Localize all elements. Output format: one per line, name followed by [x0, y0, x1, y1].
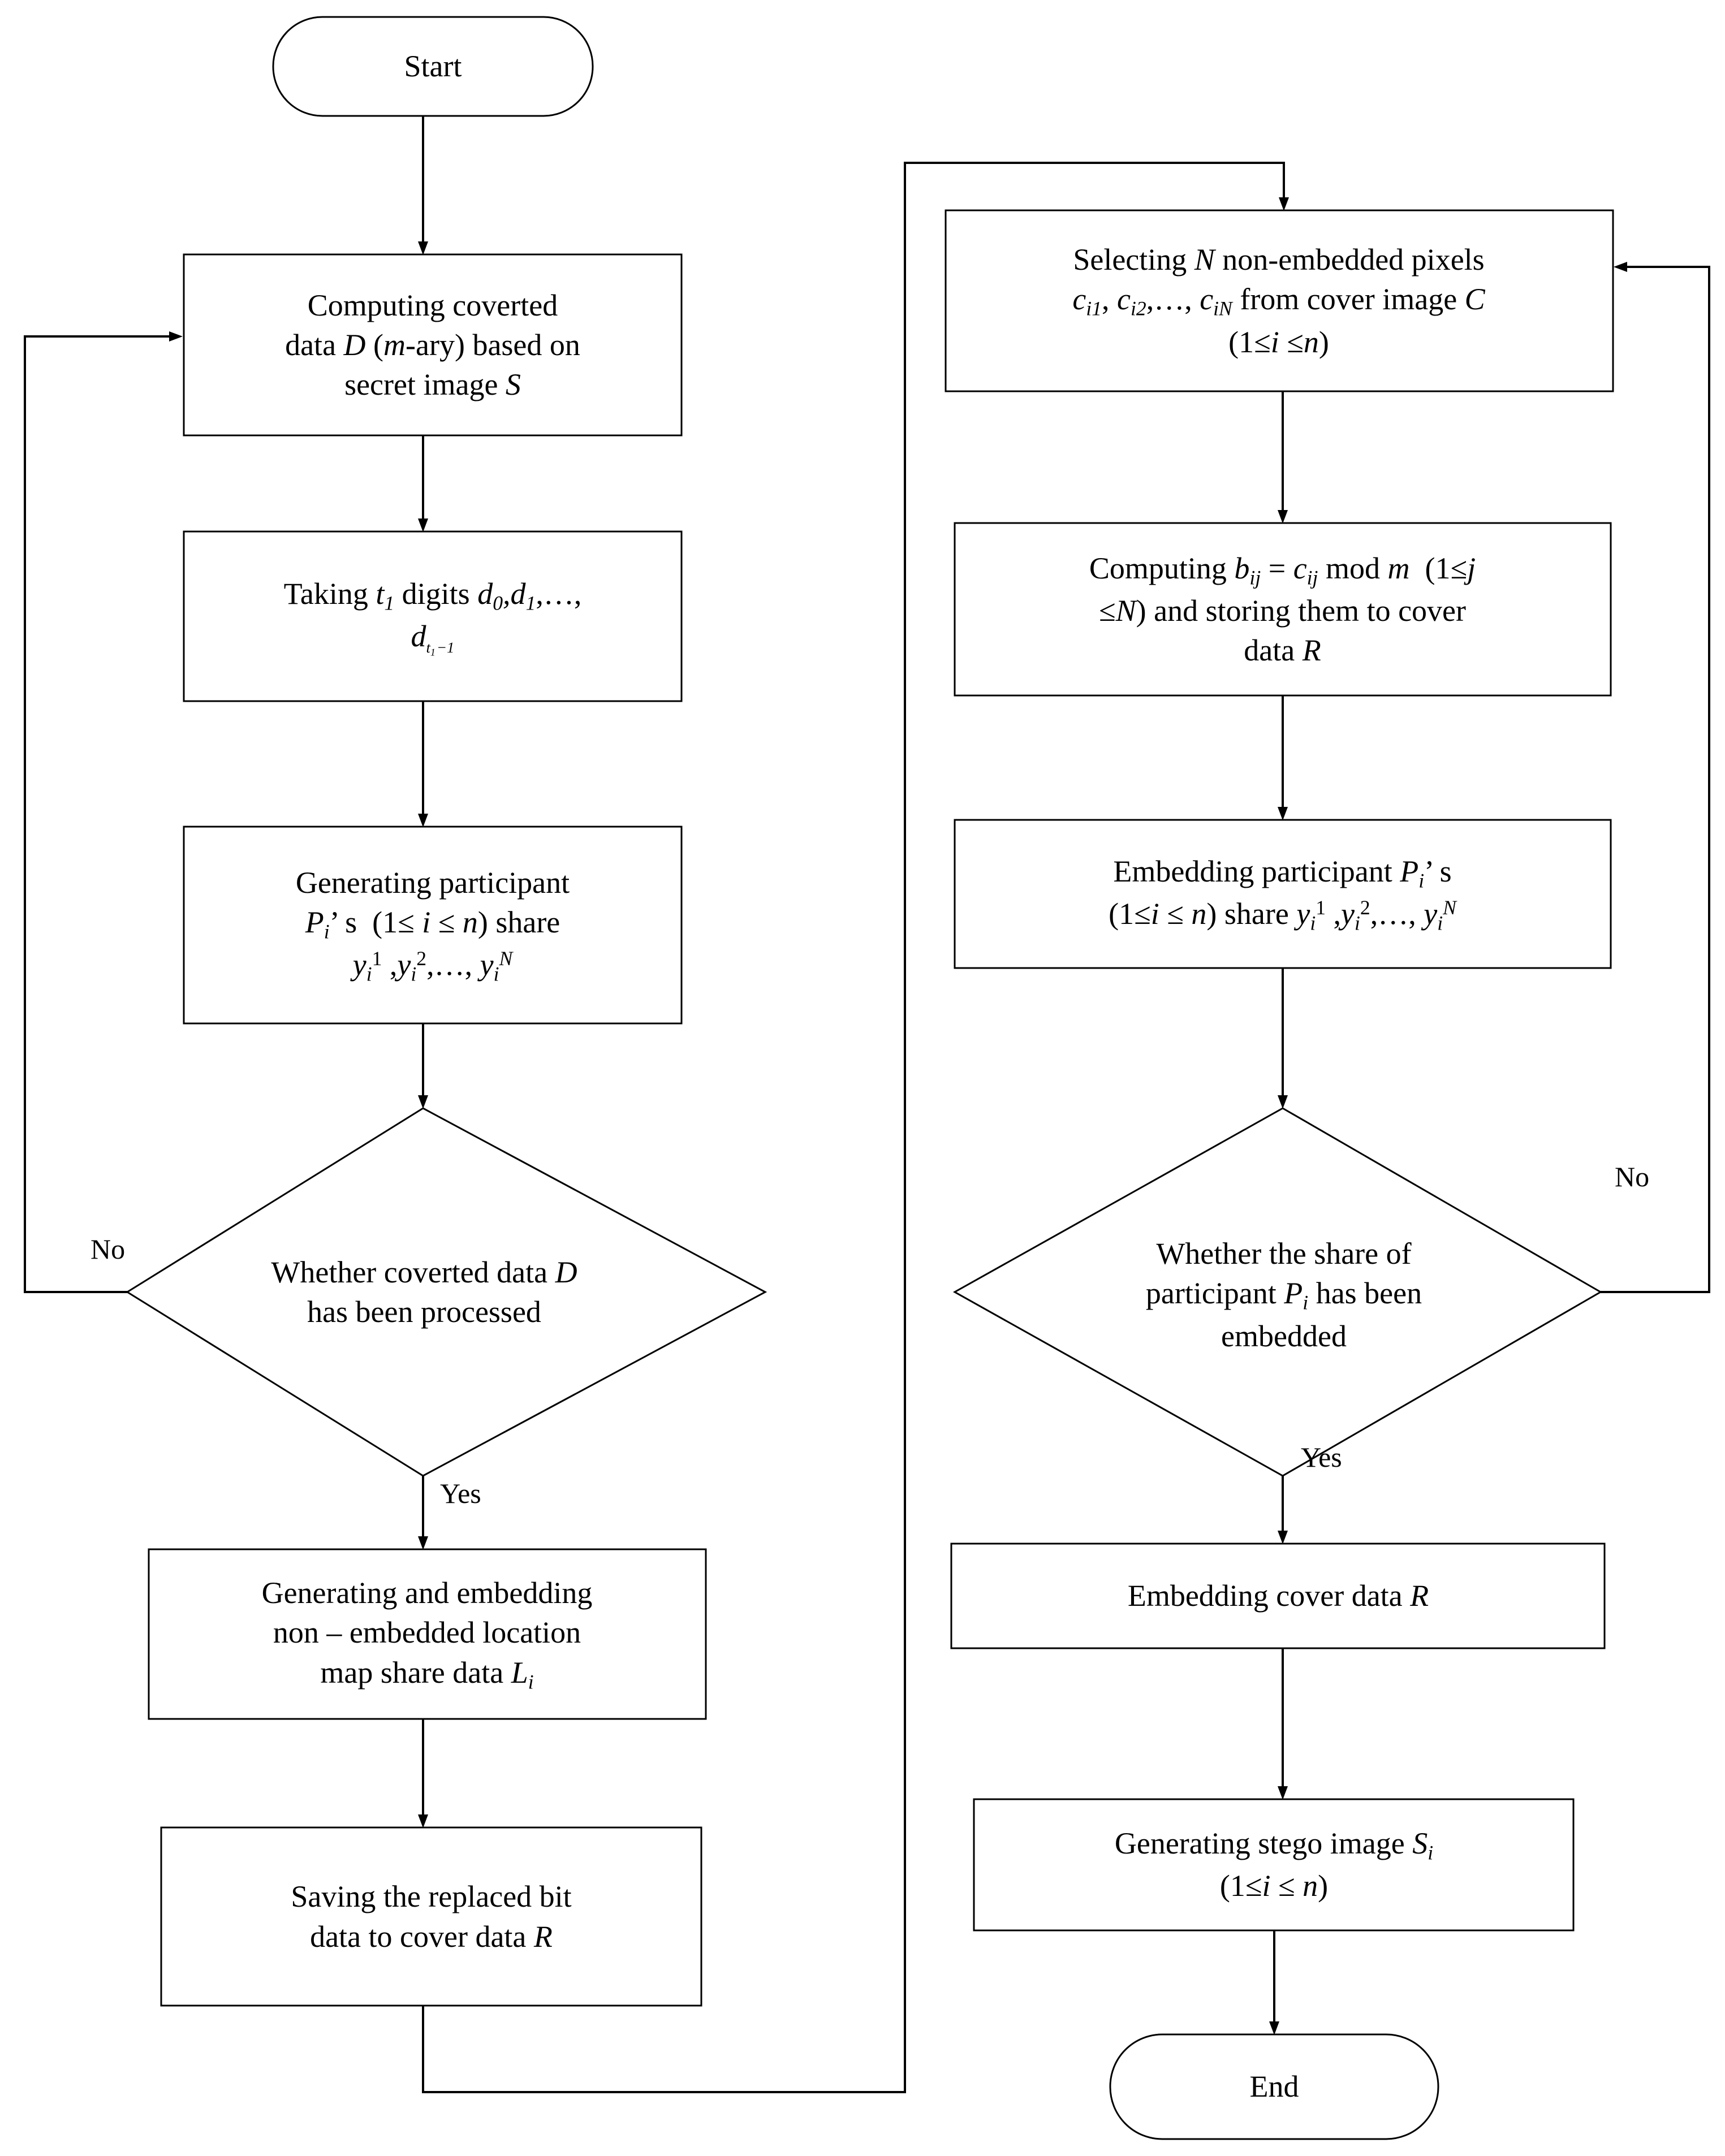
r2-node-label: Computing bij = cij mod m (1≤j≤N) and st… [1089, 551, 1476, 667]
r6-node-shape [973, 1798, 1575, 1932]
l6-node-shape [160, 1826, 702, 2007]
edge-label-right-no: No [1615, 1161, 1650, 1193]
r6-node-label: Generating stego image Si(1≤i ≤ n) [1114, 1826, 1434, 1903]
r5-node-label: Embedding cover data R [1127, 1579, 1429, 1613]
r5-node-shape [950, 1543, 1606, 1649]
edge-label-right-yes: Yes [1301, 1441, 1342, 1473]
l2-node-label: Taking t1 digits d0,d1,…,dt1 −1 [283, 576, 582, 658]
start-node-shape [272, 16, 594, 117]
start-node-label: Start [404, 49, 462, 84]
edge-label-left-yes: Yes [440, 1477, 481, 1509]
edge-l4-l1-no [24, 331, 183, 1293]
l2-node-shape [183, 530, 683, 702]
end-node-label: End [1249, 2069, 1299, 2104]
edge-l6-r1 [422, 162, 1289, 2093]
r3-node-label: Embedding participant Pi’ s(1≤i ≤ n) sha… [1109, 854, 1456, 935]
l3-node-shape [183, 826, 683, 1025]
edge-label-left-no: No [90, 1233, 126, 1265]
edge-r4-r1-no [1601, 262, 1710, 1293]
r3-node-shape [954, 819, 1612, 969]
l1-node-shape [183, 253, 683, 437]
r2-node-shape [954, 522, 1612, 697]
